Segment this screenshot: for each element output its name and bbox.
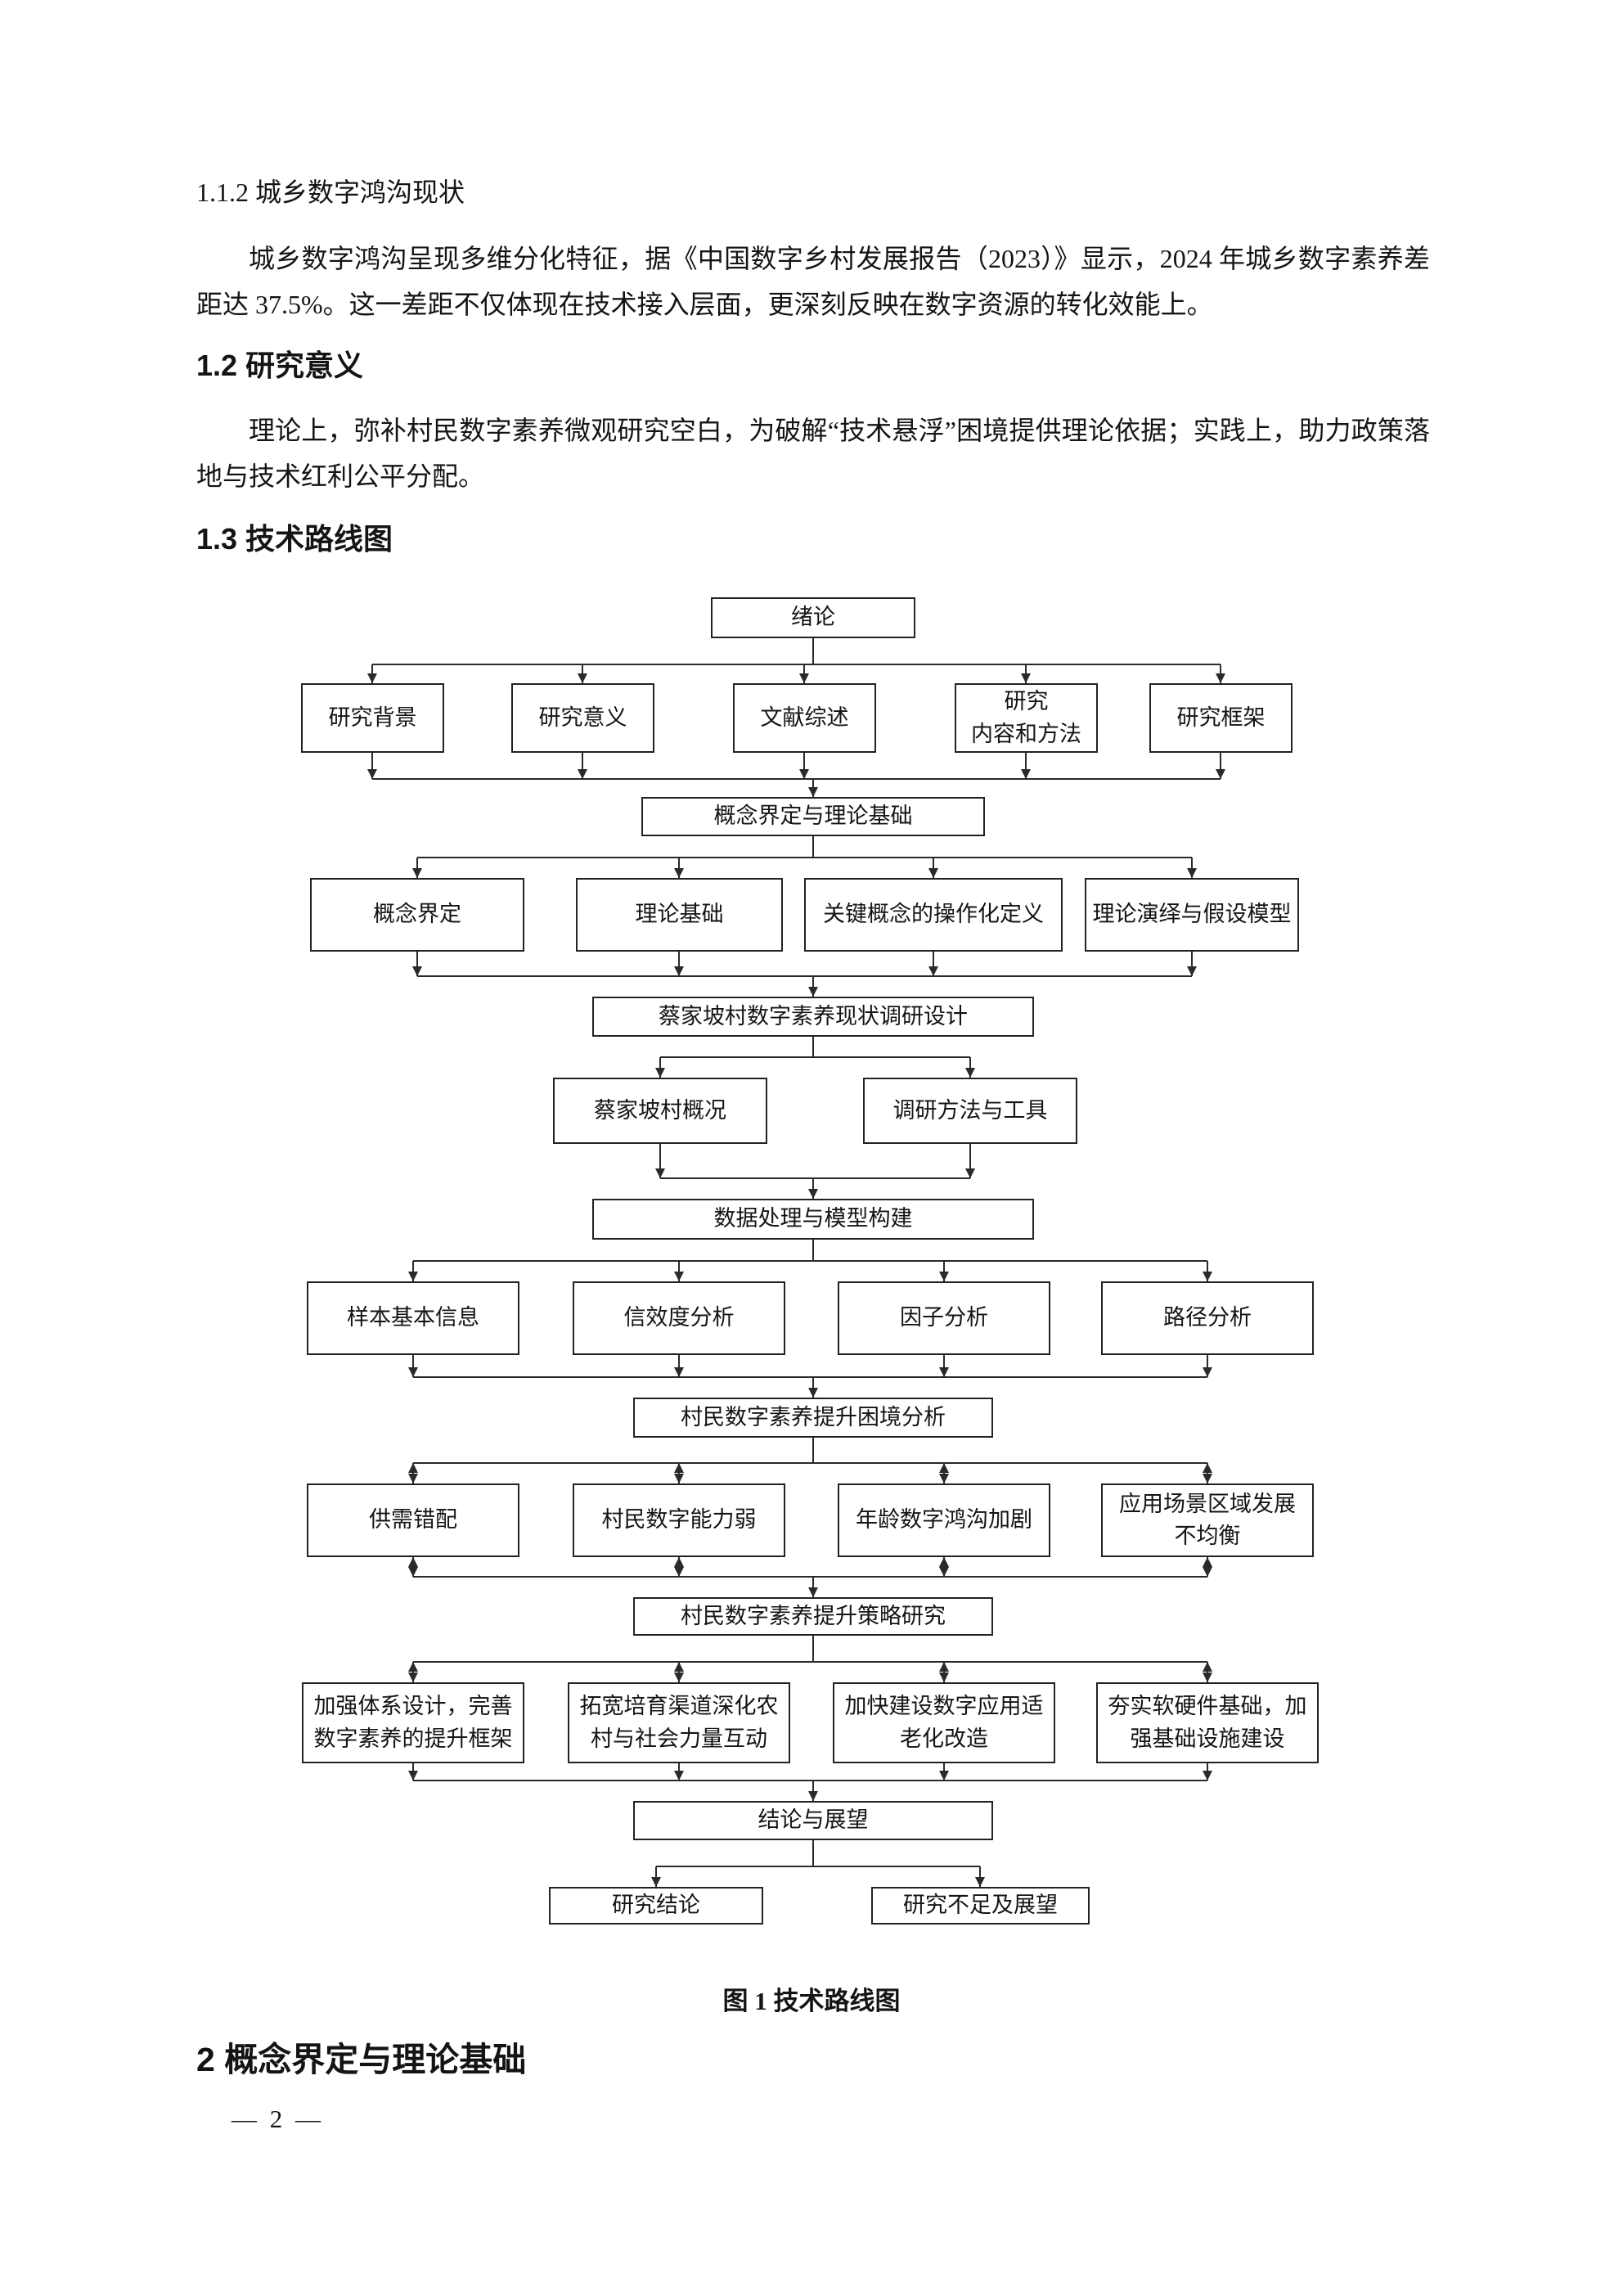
node-literature-review: 文献综述 bbox=[733, 683, 876, 753]
node-sample-info: 样本基本信息 bbox=[307, 1281, 519, 1355]
node-content-and-methods: 研究 内容和方法 bbox=[955, 683, 1098, 753]
node-conclusion-outlook: 结论与展望 bbox=[633, 1801, 993, 1840]
node-research-background: 研究背景 bbox=[301, 683, 444, 753]
node-survey-methods-tools: 调研方法与工具 bbox=[863, 1078, 1077, 1144]
figure-caption: 图 1 技术路线图 bbox=[722, 1987, 901, 2015]
node-concept-definition: 概念界定 bbox=[310, 878, 524, 952]
node-research-framework: 研究框架 bbox=[1149, 683, 1293, 753]
node-research-significance: 研究意义 bbox=[511, 683, 654, 753]
section-heading-2: 2 概念界定与理论基础 bbox=[196, 2041, 527, 2078]
node-strategy-age-friendly: 加快建设数字应用适 老化改造 bbox=[833, 1682, 1055, 1763]
node-village-overview: 蔡家坡村概况 bbox=[553, 1078, 767, 1144]
node-theory-deduction-hypothesis: 理论演绎与假设模型 bbox=[1085, 878, 1299, 952]
node-operational-definition: 关键概念的操作化定义 bbox=[804, 878, 1063, 952]
node-factor-analysis: 因子分析 bbox=[838, 1281, 1050, 1355]
node-intro: 绪论 bbox=[711, 597, 915, 638]
node-data-processing-modeling: 数据处理与模型构建 bbox=[592, 1199, 1034, 1240]
node-limitations-outlook: 研究不足及展望 bbox=[871, 1887, 1090, 1925]
node-uneven-regional-development: 应用场景区域发展 不均衡 bbox=[1101, 1483, 1314, 1557]
paragraph-digital-divide: 城乡数字鸿沟呈现多维分化特征，据《中国数字乡村发展报告（2023）》显示，202… bbox=[196, 244, 1430, 319]
node-concepts-theory: 概念界定与理论基础 bbox=[641, 797, 985, 836]
node-supply-demand-mismatch: 供需错配 bbox=[307, 1483, 519, 1557]
node-dilemma-analysis: 村民数字素养提升困境分析 bbox=[633, 1398, 993, 1438]
node-reliability-validity: 信效度分析 bbox=[573, 1281, 785, 1355]
node-strategy-system-design: 加强体系设计，完善 数字素养的提升框架 bbox=[302, 1682, 524, 1763]
page-number: — 2 — bbox=[232, 2105, 324, 2133]
section-heading-1-2: 1.2 研究意义 bbox=[196, 349, 364, 382]
node-age-digital-divide: 年龄数字鸿沟加剧 bbox=[838, 1483, 1050, 1557]
node-path-analysis: 路径分析 bbox=[1101, 1281, 1314, 1355]
section-heading-1-3: 1.3 技术路线图 bbox=[196, 522, 393, 556]
node-strategy-cultivation-channels: 拓宽培育渠道深化农 村与社会力量互动 bbox=[568, 1682, 790, 1763]
section-heading-1-1-2: 1.1.2 城乡数字鸿沟现状 bbox=[196, 178, 465, 207]
node-strategy-research: 村民数字素养提升策略研究 bbox=[633, 1597, 993, 1636]
node-weak-digital-ability: 村民数字能力弱 bbox=[573, 1483, 785, 1557]
node-research-conclusion: 研究结论 bbox=[549, 1887, 763, 1925]
paragraph-significance: 理论上，弥补村民数字素养微观研究空白，为破解“技术悬浮”困境提供理论依据；实践上… bbox=[196, 416, 1430, 491]
node-strategy-infrastructure: 夯实软硬件基础，加 强基础设施建设 bbox=[1096, 1682, 1319, 1763]
node-survey-design: 蔡家坡村数字素养现状调研设计 bbox=[592, 997, 1034, 1037]
node-theoretical-basis: 理论基础 bbox=[576, 878, 783, 952]
